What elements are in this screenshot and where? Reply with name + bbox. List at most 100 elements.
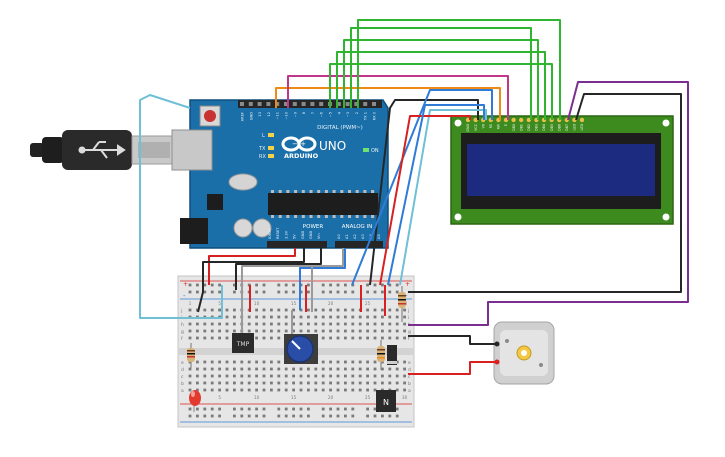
breadboard-hole[interactable]	[366, 388, 369, 392]
breadboard-hole[interactable]	[240, 388, 244, 392]
breadboard-rail-hole[interactable]	[366, 290, 369, 294]
breadboard-hole[interactable]	[277, 367, 281, 371]
wire-green-4[interactable]	[350, 27, 532, 120]
breadboard-hole[interactable]	[373, 360, 377, 364]
breadboard-hole[interactable]	[233, 367, 236, 371]
breadboard-hole[interactable]	[225, 381, 229, 385]
breadboard-hole[interactable]	[329, 374, 332, 378]
breadboard-hole[interactable]	[321, 388, 325, 392]
breadboard-hole[interactable]	[225, 329, 229, 333]
breadboard-hole[interactable]	[329, 367, 332, 371]
breadboard-rail-hole[interactable]	[344, 407, 347, 411]
breadboard-hole[interactable]	[344, 360, 347, 364]
breadboard-hole[interactable]	[262, 329, 266, 333]
breadboard-hole[interactable]	[218, 381, 221, 385]
breadboard-hole[interactable]	[233, 322, 236, 326]
breadboard-rail-hole[interactable]	[233, 407, 236, 411]
breadboard-hole[interactable]	[358, 329, 362, 333]
breadboard-hole[interactable]	[395, 336, 399, 340]
breadboard-hole[interactable]	[388, 367, 392, 371]
breadboard-rail-hole[interactable]	[299, 414, 303, 418]
breadboard-hole[interactable]	[299, 374, 303, 378]
wire-gnd-black[interactable]	[197, 248, 305, 313]
breadboard-rail-hole[interactable]	[255, 283, 258, 287]
breadboard-hole[interactable]	[299, 381, 303, 385]
breadboard-hole[interactable]	[277, 374, 281, 378]
breadboard-hole[interactable]	[329, 308, 332, 312]
breadboard-hole[interactable]	[307, 388, 310, 392]
header-pin[interactable]	[284, 102, 288, 106]
breadboard-rail-hole[interactable]	[344, 414, 347, 418]
breadboard-hole[interactable]	[292, 308, 295, 312]
breadboard-hole[interactable]	[284, 308, 288, 312]
breadboard-hole[interactable]	[336, 360, 340, 364]
breadboard-rail-hole[interactable]	[307, 407, 310, 411]
wire-green-1[interactable]	[329, 63, 553, 120]
wire-black-lcd[interactable]	[369, 99, 479, 286]
breadboard-hole[interactable]	[366, 329, 369, 333]
wire-blue-pot[interactable]	[299, 248, 346, 310]
breadboard-rail-hole[interactable]	[188, 283, 192, 287]
breadboard-rail-hole[interactable]	[321, 407, 325, 411]
breadboard-hole[interactable]	[210, 388, 214, 392]
breadboard-hole[interactable]	[262, 388, 266, 392]
breadboard-hole[interactable]	[307, 329, 310, 333]
breadboard-hole[interactable]	[188, 374, 192, 378]
breadboard-hole[interactable]	[225, 367, 229, 371]
breadboard-rail-hole[interactable]	[284, 290, 288, 294]
breadboard-hole[interactable]	[358, 322, 362, 326]
breadboard-hole[interactable]	[270, 374, 273, 378]
breadboard-hole[interactable]	[336, 329, 340, 333]
breadboard-hole[interactable]	[366, 360, 369, 364]
breadboard-hole[interactable]	[373, 388, 377, 392]
breadboard-hole[interactable]	[373, 336, 377, 340]
breadboard-hole[interactable]	[321, 381, 325, 385]
breadboard-hole[interactable]	[314, 322, 318, 326]
breadboard-hole[interactable]	[262, 381, 266, 385]
breadboard-hole[interactable]	[292, 381, 295, 385]
breadboard-rail-hole[interactable]	[233, 283, 236, 287]
breadboard-hole[interactable]	[299, 367, 303, 371]
breadboard-rail-hole[interactable]	[373, 414, 377, 418]
wire-orange-1[interactable]	[275, 87, 501, 120]
breadboard-hole[interactable]	[321, 367, 325, 371]
breadboard-hole[interactable]	[358, 374, 362, 378]
breadboard-hole[interactable]	[336, 308, 340, 312]
breadboard-rail-hole[interactable]	[336, 290, 340, 294]
reset-button[interactable]	[204, 110, 216, 122]
breadboard-hole[interactable]	[196, 374, 199, 378]
breadboard-hole[interactable]	[247, 388, 251, 392]
breadboard-hole[interactable]	[395, 374, 399, 378]
header-pin[interactable]	[310, 102, 315, 106]
breadboard-hole[interactable]	[210, 381, 214, 385]
usb-cable[interactable]	[30, 130, 177, 170]
breadboard-rail-hole[interactable]	[336, 414, 340, 418]
breadboard-hole[interactable]	[381, 381, 384, 385]
header-pin[interactable]	[292, 102, 297, 106]
breadboard-hole[interactable]	[233, 381, 236, 385]
breadboard-hole[interactable]	[358, 388, 362, 392]
breadboard-hole[interactable]	[292, 322, 295, 326]
breadboard-hole[interactable]	[329, 360, 332, 364]
breadboard-hole[interactable]	[388, 381, 392, 385]
breadboard-rail-hole[interactable]	[284, 407, 288, 411]
wire-green-5[interactable]	[357, 19, 561, 120]
breadboard-hole[interactable]	[299, 315, 303, 319]
wire-blue-2[interactable]	[387, 104, 485, 286]
breadboard-hole[interactable]	[277, 329, 281, 333]
breadboard-rail-hole[interactable]	[336, 283, 340, 287]
breadboard-hole[interactable]	[366, 315, 369, 319]
breadboard-hole[interactable]	[203, 367, 207, 371]
breadboard-hole[interactable]	[336, 322, 340, 326]
breadboard-rail-hole[interactable]	[351, 290, 355, 294]
breadboard-rail-hole[interactable]	[351, 414, 355, 418]
breadboard-hole[interactable]	[307, 308, 310, 312]
breadboard-hole[interactable]	[233, 315, 236, 319]
wire-purple-lcd[interactable]	[408, 81, 689, 326]
breadboard-rail-hole[interactable]	[388, 414, 392, 418]
breadboard-hole[interactable]	[344, 329, 347, 333]
breadboard-hole[interactable]	[336, 315, 340, 319]
breadboard-hole[interactable]	[351, 388, 355, 392]
breadboard-hole[interactable]	[321, 329, 325, 333]
